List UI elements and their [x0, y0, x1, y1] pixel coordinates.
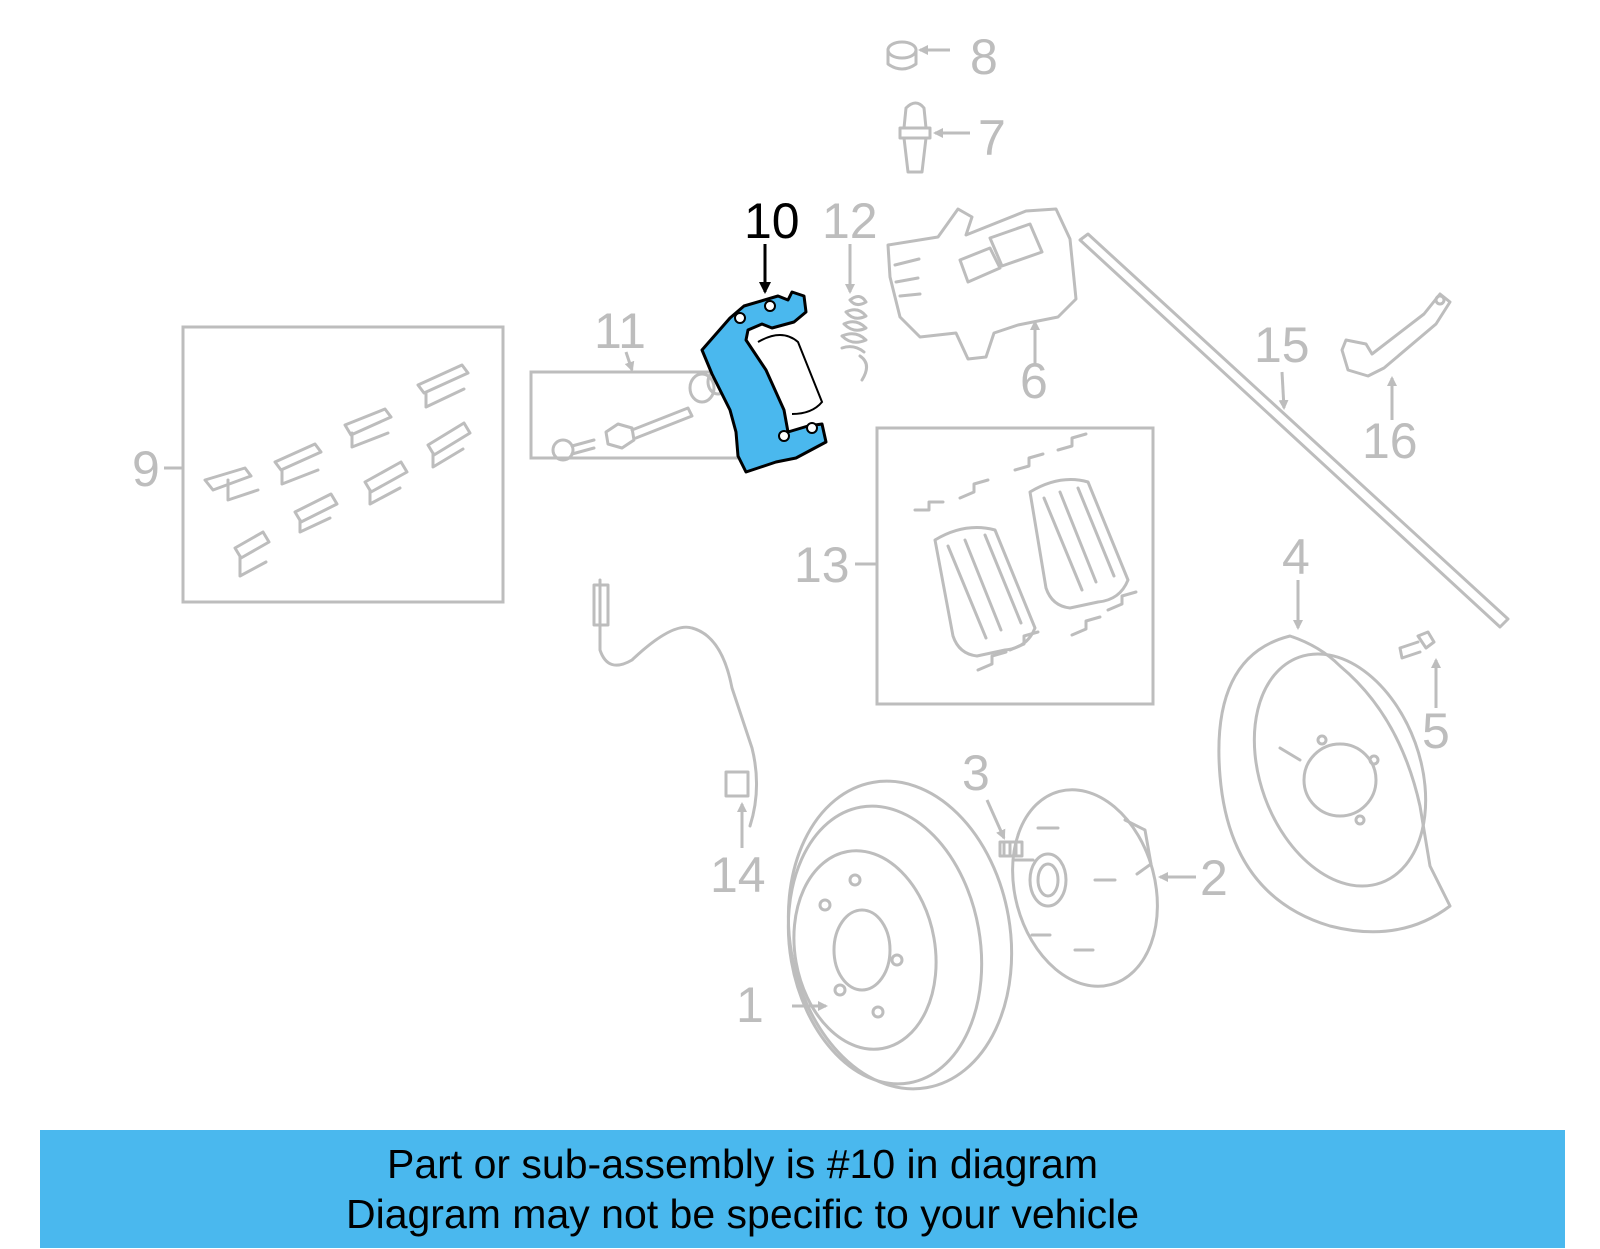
part-11-guide-pin-kit [529, 368, 740, 462]
callout-14: 14 [710, 847, 766, 903]
part-16-bracket [1340, 292, 1452, 378]
banner-line-1: Part or sub-assembly is #10 in diagram [387, 1141, 1098, 1187]
callout-16: 16 [1362, 413, 1418, 469]
callout-15: 15 [1254, 317, 1310, 373]
info-banner: Part or sub-assembly is #10 in diagram D… [40, 1130, 1565, 1248]
callout-8: 8 [970, 29, 998, 85]
part-10-caliper-bracket[interactable] [700, 290, 828, 474]
part-5-bolt [1398, 630, 1436, 660]
callout-2: 2 [1200, 850, 1228, 906]
banner-line-2: Diagram may not be specific to your vehi… [345, 1191, 1139, 1237]
part-1-rotor [786, 779, 1014, 1091]
callout-11: 11 [594, 303, 646, 359]
part-7-bleeder [898, 101, 932, 174]
callout-9: 9 [132, 441, 160, 497]
callout-5: 5 [1422, 703, 1450, 759]
callout-6: 6 [1020, 353, 1048, 409]
callout-4: 4 [1282, 529, 1310, 585]
part-3-stud [998, 840, 1024, 858]
callout-3: 3 [962, 745, 990, 801]
part-6-caliper [886, 207, 1078, 361]
part-2-hub [1011, 788, 1159, 988]
callout-7: 7 [978, 110, 1006, 166]
part-4-dust-shield [1217, 634, 1452, 934]
part-12-spring [840, 295, 868, 382]
part-9-hardware-kit [181, 325, 505, 604]
callout-arrows [164, 45, 1441, 1011]
part-8-cap [886, 40, 918, 71]
callout-1: 1 [736, 977, 764, 1033]
part-14-sensor-wire [592, 578, 759, 828]
part-15-cable [1078, 232, 1510, 629]
callout-13: 13 [794, 537, 850, 593]
part-13-brake-pads [875, 426, 1155, 706]
callout-10: 10 [744, 193, 800, 249]
callout-12: 12 [822, 193, 878, 249]
